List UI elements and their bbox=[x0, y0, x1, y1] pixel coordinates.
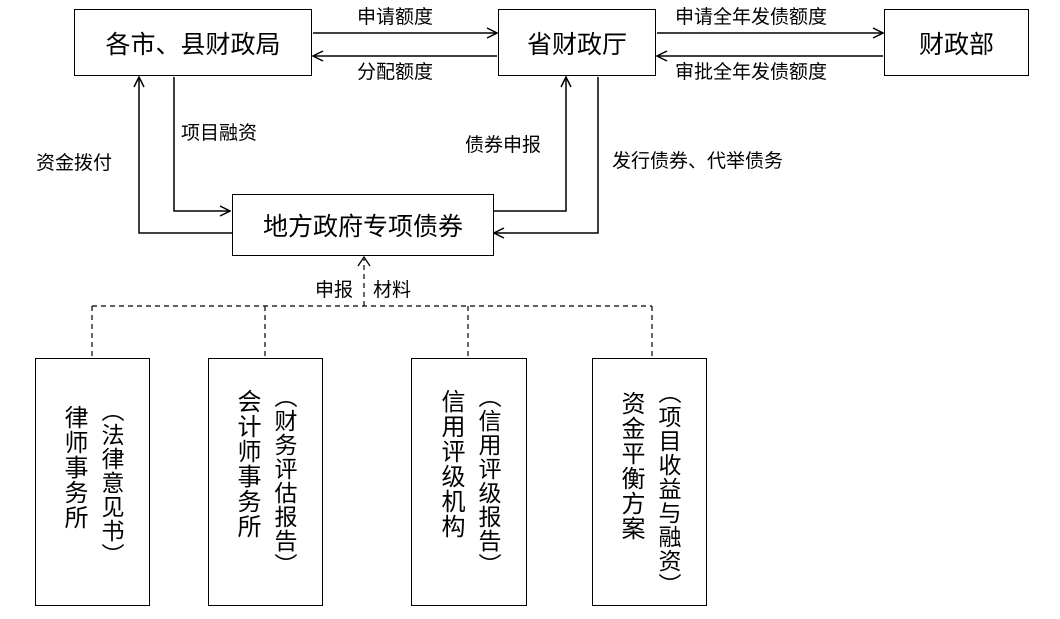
special-bond-label: 地方政府专项债券 bbox=[262, 212, 463, 241]
label-approve-annual-quota: 审批全年发债额度 bbox=[675, 61, 828, 83]
fund-balance-plan-name: 资金平衡方案 bbox=[617, 391, 645, 541]
label-issue-bonds: 发行债券、代举债务 bbox=[612, 150, 784, 172]
provincial-finance-dept-box: 省财政厅 bbox=[498, 9, 656, 76]
law-firm-box: 律师事务所 （法律意见书） bbox=[35, 358, 150, 606]
materials-arrowhead bbox=[357, 255, 371, 267]
city-finance-bureau-label: 各市、县财政局 bbox=[105, 29, 281, 59]
arrow-fund-disbursement bbox=[139, 77, 232, 234]
credit-rating-agency-note: （信用评级报告） bbox=[474, 385, 500, 577]
label-project-financing: 项目融资 bbox=[181, 122, 258, 144]
arrow-bond-application bbox=[494, 77, 566, 212]
accounting-firm-name: 会计师事务所 bbox=[233, 389, 261, 539]
label-fund-disbursement: 资金拨付 bbox=[36, 152, 113, 174]
credit-rating-agency-name: 信用评级机构 bbox=[437, 389, 465, 539]
accounting-firm-note: （财务评估报告） bbox=[270, 385, 296, 577]
label-apply-quota: 申请额度 bbox=[357, 6, 434, 28]
label-materials-right: 材料 bbox=[373, 279, 412, 301]
ministry-of-finance-box: 财政部 bbox=[884, 9, 1029, 76]
special-bond-box: 地方政府专项债券 bbox=[232, 194, 494, 256]
law-firm-note: （法律意见书） bbox=[97, 399, 123, 567]
accounting-firm-box: 会计师事务所 （财务评估报告） bbox=[208, 358, 323, 606]
label-apply-annual-quota: 申请全年发债额度 bbox=[675, 6, 828, 28]
label-bond-application: 债券申报 bbox=[465, 134, 542, 156]
city-finance-bureau-box: 各市、县财政局 bbox=[74, 9, 312, 76]
label-materials-left: 申报 bbox=[315, 279, 354, 301]
materials-dashed-tree bbox=[91, 259, 653, 358]
law-firm-name: 律师事务所 bbox=[60, 405, 88, 530]
arrow-project-financing bbox=[173, 77, 230, 211]
ministry-of-finance-label: 财政部 bbox=[918, 29, 994, 59]
fund-balance-plan-box: 资金平衡方案 （项目收益与融资） bbox=[592, 358, 707, 606]
credit-rating-agency-box: 信用评级机构 （信用评级报告） bbox=[411, 358, 527, 606]
fund-balance-plan-note: （项目收益与融资） bbox=[654, 381, 680, 597]
provincial-finance-dept-label: 省财政厅 bbox=[526, 29, 627, 59]
arrow-issue-bonds bbox=[494, 77, 599, 233]
label-allocate-quota: 分配额度 bbox=[357, 61, 434, 83]
